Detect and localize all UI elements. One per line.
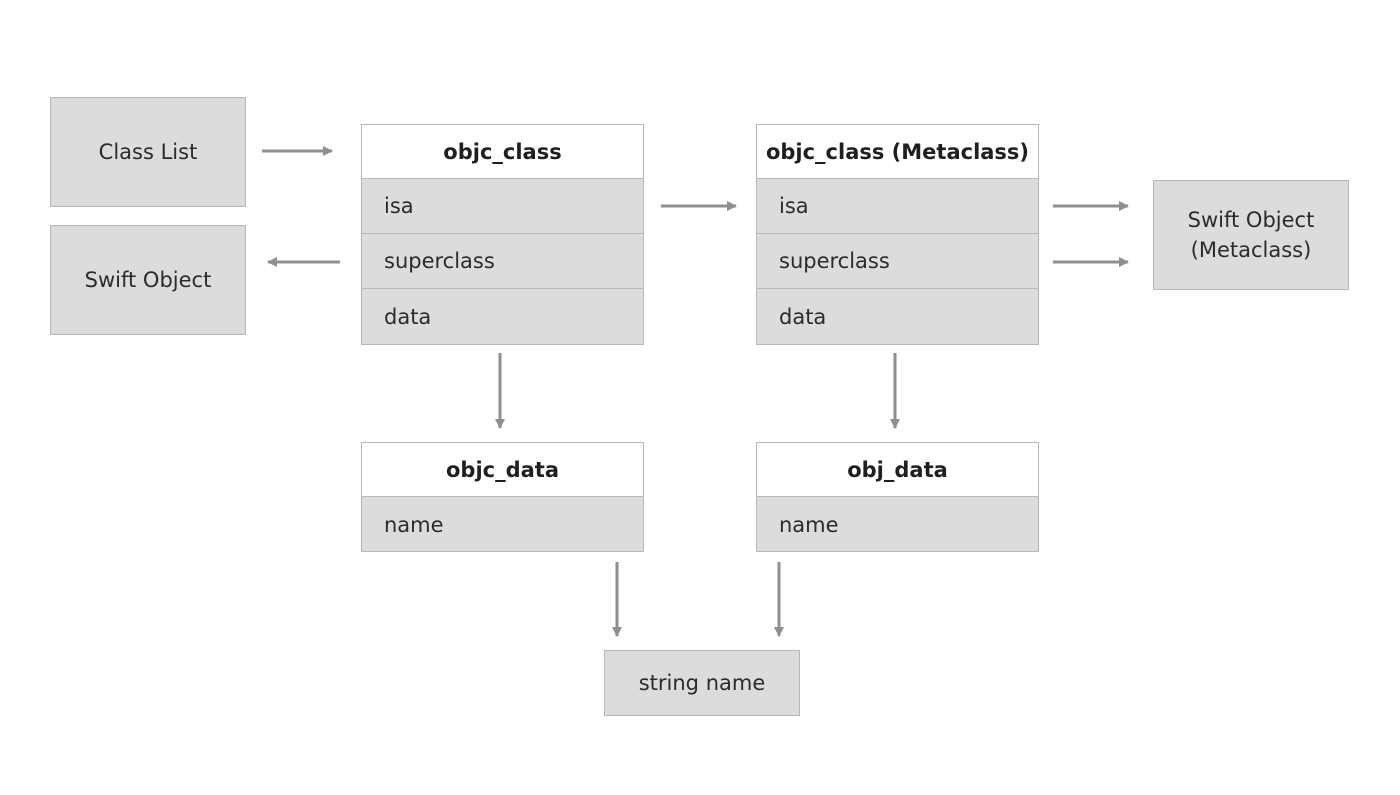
objc-class-metaclass-title: objc_class (Metaclass) — [757, 125, 1038, 179]
objc-class-struct: objc_class isa superclass data — [361, 124, 644, 345]
class-list-label: Class List — [98, 140, 198, 164]
objc-class-field-isa: isa — [362, 179, 643, 234]
obj-data-struct: obj_data name — [756, 442, 1039, 552]
swift-object-metaclass-box: Swift Object (Metaclass) — [1153, 180, 1349, 290]
string-name-box: string name — [604, 650, 800, 716]
objc-class-metaclass-struct: objc_class (Metaclass) isa superclass da… — [756, 124, 1039, 345]
objc-data-struct: objc_data name — [361, 442, 644, 552]
metaclass-field-isa: isa — [757, 179, 1038, 234]
objc-class-title: objc_class — [362, 125, 643, 179]
objc-data-title: objc_data — [362, 443, 643, 497]
class-list-box: Class List — [50, 97, 246, 207]
obj-data-field-name: name — [779, 512, 839, 537]
metaclass-field-data: data — [779, 304, 827, 329]
swift-object-label: Swift Object — [84, 268, 212, 292]
string-name-label: string name — [638, 671, 766, 695]
swift-object-metaclass-label-line2: (Metaclass) — [1190, 238, 1312, 262]
swift-object-box: Swift Object — [50, 225, 246, 335]
objc-data-field-name: name — [384, 512, 444, 537]
obj-data-title: obj_data — [757, 443, 1038, 497]
objc-class-field-data: data — [384, 304, 432, 329]
metaclass-field-superclass: superclass — [757, 234, 1038, 289]
objc-class-field-superclass: superclass — [362, 234, 643, 289]
swift-object-metaclass-label-line1: Swift Object — [1187, 208, 1315, 232]
